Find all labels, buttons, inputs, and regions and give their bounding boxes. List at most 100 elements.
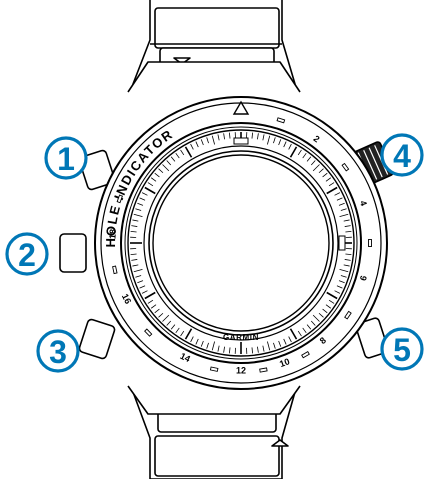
minute-tick	[162, 314, 170, 322]
minute-tick	[132, 264, 139, 267]
minute-tick	[283, 338, 287, 345]
bezel-dash-marker	[276, 117, 286, 124]
minute-tick	[306, 156, 312, 162]
minute-tick	[289, 146, 298, 158]
case	[127, 61, 301, 415]
minute-tick	[325, 304, 332, 309]
callout-1: 1	[44, 136, 88, 180]
minute-tick	[158, 168, 164, 174]
minute-tick	[175, 327, 180, 334]
minute-tick	[262, 134, 265, 141]
minute-tick	[251, 132, 254, 139]
minute-tick	[180, 149, 185, 156]
minute-tick	[211, 135, 215, 145]
minute-tick	[133, 269, 143, 273]
minute-tick	[297, 149, 302, 156]
bezel-dash-marker	[112, 265, 118, 275]
strap-direction-arrow-bottom	[271, 439, 289, 447]
minute-tick	[318, 168, 324, 174]
minute-tick	[139, 197, 146, 201]
minute-tick	[339, 269, 349, 273]
dial: GARMIN	[127, 129, 355, 357]
minute-tick	[139, 285, 146, 289]
minute-tick	[336, 197, 343, 201]
minute-tick	[150, 177, 157, 182]
minute-tick	[141, 192, 148, 196]
minute-tick	[132, 219, 139, 222]
bezel-dash-marker	[301, 351, 310, 359]
minute-tick	[345, 253, 352, 256]
minute-tick	[137, 280, 144, 284]
svg-text:1: 1	[57, 141, 75, 177]
dial-brand-text: GARMIN	[223, 333, 259, 342]
minute-tick	[334, 192, 341, 196]
minute-tick	[278, 139, 282, 146]
svg-text:2: 2	[18, 237, 36, 273]
bezel-triangle-marker	[232, 100, 250, 115]
minute-tick	[326, 186, 338, 195]
minute-tick	[180, 330, 185, 337]
minute-tick	[251, 347, 254, 354]
bezel-number: 8	[318, 335, 328, 346]
svg-text:5: 5	[393, 332, 411, 368]
minute-tick	[195, 141, 199, 148]
dial-right-index	[338, 235, 346, 251]
minute-tick	[297, 330, 302, 337]
bezel-number: 6	[358, 274, 369, 282]
minute-tick	[328, 299, 335, 304]
minute-tick	[150, 304, 157, 309]
minute-tick	[131, 225, 138, 227]
bezel-number: 4	[358, 199, 369, 207]
minute-tick	[322, 172, 328, 178]
minute-tick	[306, 324, 312, 330]
minute-tick	[144, 186, 156, 195]
minute-tick	[170, 324, 176, 330]
dial-top-index	[233, 137, 249, 145]
minute-tick	[184, 328, 193, 340]
minute-tick	[217, 345, 220, 352]
button-lower-right	[355, 317, 389, 359]
minute-tick	[336, 285, 343, 289]
minute-tick	[147, 182, 154, 187]
bezel-dash-marker	[144, 328, 153, 337]
minute-tick	[166, 320, 172, 326]
minute-tick	[223, 346, 225, 353]
minute-tick	[340, 208, 347, 211]
minute-tick	[334, 290, 341, 294]
bezel-dashes	[112, 117, 372, 373]
minute-tick	[154, 308, 160, 314]
minute-tick	[340, 275, 347, 278]
minute-tick	[154, 172, 160, 178]
minute-tick	[131, 259, 138, 261]
minute-tick	[302, 327, 307, 334]
minute-tick	[278, 340, 282, 347]
minute-tick	[273, 342, 276, 349]
callout-5: 5	[380, 327, 424, 371]
minute-tick	[190, 143, 194, 150]
minute-tick	[339, 213, 349, 217]
bezel-number: 16	[120, 292, 133, 305]
minute-tick	[344, 225, 351, 227]
minute-tick	[141, 290, 148, 294]
minute-tick	[310, 160, 316, 166]
bezel-number: 2	[312, 133, 322, 144]
minute-tick	[312, 314, 320, 322]
svg-text:4: 4	[393, 138, 411, 174]
minute-tick	[325, 177, 332, 182]
minute-tick	[322, 308, 328, 314]
bezel-number: 12	[236, 365, 246, 375]
minute-tick	[312, 164, 320, 172]
minute-tick	[144, 291, 156, 300]
minute-tick	[135, 208, 142, 211]
minute-tick	[206, 137, 209, 144]
bezel-dash-marker	[209, 366, 219, 372]
minute-tick	[289, 328, 298, 340]
button-upper-left	[78, 149, 116, 191]
minute-tick	[283, 141, 287, 148]
minute-tick	[206, 342, 209, 349]
svg-text:3: 3	[49, 334, 67, 370]
minute-tick	[200, 139, 204, 146]
bezel-dash-marker	[116, 194, 123, 204]
minute-tick	[273, 137, 276, 144]
